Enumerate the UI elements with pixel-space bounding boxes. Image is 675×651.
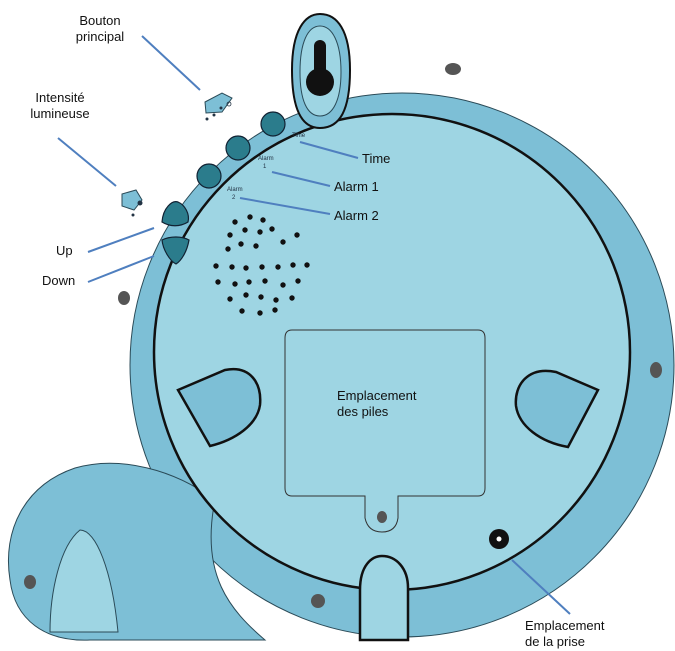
leader-up [87, 227, 155, 253]
alarm2-button-number: 2 [232, 195, 236, 201]
mode-dot-icon [212, 113, 216, 117]
leader-main-switch [141, 35, 201, 91]
label-main-switch: Bouton principal [75, 13, 125, 44]
main-switch[interactable] [204, 92, 233, 121]
leader-lines [57, 35, 571, 615]
right-foot [514, 369, 600, 449]
label-battery-compartment: Emplacement des piles [337, 388, 417, 419]
screw-hole [118, 291, 130, 305]
leader-plug [511, 559, 571, 615]
label-brightness: Intensité lumineuse [30, 90, 90, 121]
label-up: Up [56, 243, 73, 258]
brightness-control[interactable] [121, 189, 143, 217]
label-time: Time [362, 151, 391, 166]
leader-alarm1 [271, 171, 331, 187]
screw-hole [650, 362, 662, 378]
mode-dot-icon [219, 106, 223, 110]
alarm1-button[interactable] [225, 135, 251, 161]
screw-hole [311, 594, 325, 608]
leader-brightness [57, 137, 117, 187]
label-alarm2: Alarm 2 [334, 208, 379, 223]
time-button[interactable] [260, 111, 286, 137]
clock-face [152, 112, 632, 592]
screw-hole [445, 63, 461, 75]
brightness-icon [137, 200, 143, 206]
label-down: Down [42, 273, 76, 288]
brightness-dot-icon [131, 213, 135, 217]
alarm2-button-text: Alarm [227, 187, 243, 193]
time-button-text: Time [292, 133, 306, 139]
screw-hole [24, 575, 36, 589]
mode-dot-icon [226, 101, 232, 107]
leader-time [299, 141, 359, 159]
leader-alarm2 [239, 197, 331, 215]
up-button[interactable] [161, 201, 190, 227]
speaker-grille [213, 214, 310, 316]
alarm2-button[interactable] [196, 163, 222, 189]
alarm1-button-text: Alarm [258, 156, 274, 162]
top-handle [290, 12, 352, 130]
leader-down [87, 255, 155, 283]
left-foot [176, 367, 262, 448]
label-plug: Emplacement de la prise [525, 618, 605, 649]
mode-dot-icon [205, 117, 209, 121]
bottom-foot [358, 554, 410, 642]
lobe-foot [49, 529, 119, 633]
battery-compartment [284, 329, 486, 533]
down-button[interactable] [161, 236, 190, 265]
label-alarm1: Alarm 1 [334, 179, 379, 194]
alarm1-button-number: 1 [263, 164, 267, 170]
